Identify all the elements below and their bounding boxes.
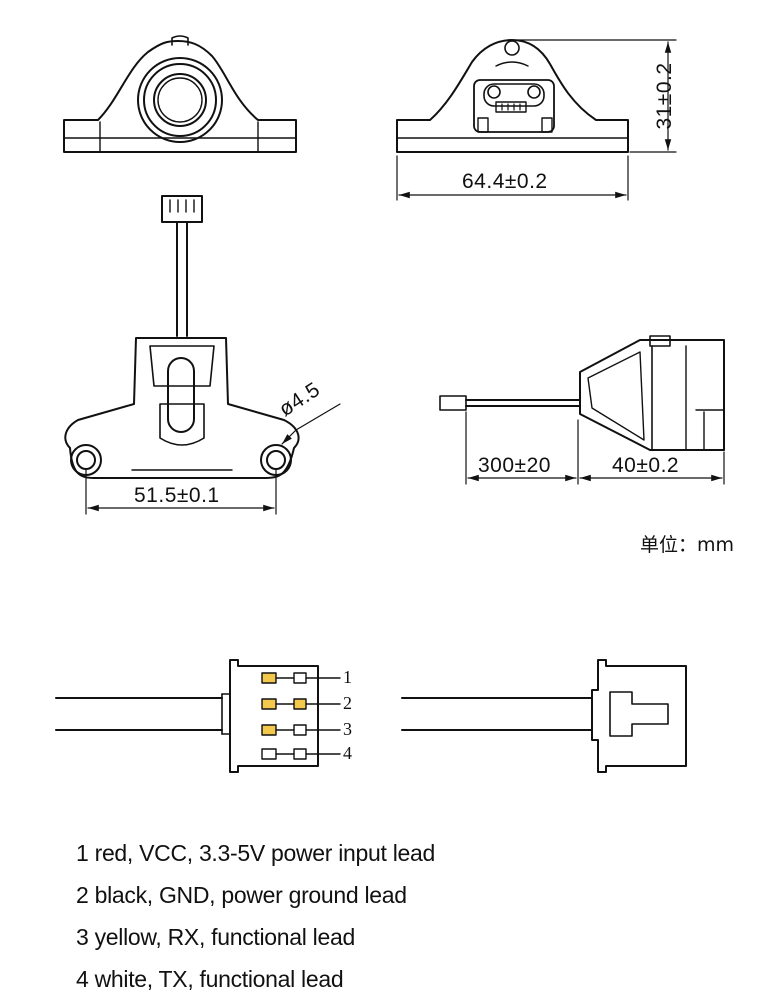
wiring-item-1: 1 red, VCC, 3.3-5V power input lead (76, 840, 435, 866)
height-dimension-label: 31±0.2 (653, 62, 676, 130)
width-dimension-label: 64.4±0.2 (462, 170, 548, 193)
pin-number-4: 4 (343, 743, 352, 763)
cable-length-label: 300±20 (478, 454, 551, 477)
sensor-front-view (63, 35, 297, 153)
wiring-item-4: 4 white, TX, functional lead (76, 966, 344, 992)
connector-side-view (401, 659, 687, 773)
wiring-item-3: 3 yellow, RX, functional lead (76, 924, 355, 950)
pin-number-3: 3 (343, 719, 352, 739)
wiring-item-2: 2 black, GND, power ground lead (76, 882, 407, 908)
sensor-side-view (439, 335, 725, 485)
connector-pin-view (55, 659, 341, 773)
sensor-rear-view (396, 39, 677, 201)
pin-number-2: 2 (343, 693, 352, 713)
body-length-label: 40±0.2 (612, 454, 680, 477)
sensor-top-view (64, 195, 341, 515)
wiring-legend: 1 red, VCC, 3.3-5V power input lead 2 bl… (76, 836, 435, 1004)
pin-number-1: 1 (343, 667, 352, 687)
hole-spacing-label: 51.5±0.1 (134, 484, 220, 507)
unit-label: 单位：mm (640, 534, 735, 556)
